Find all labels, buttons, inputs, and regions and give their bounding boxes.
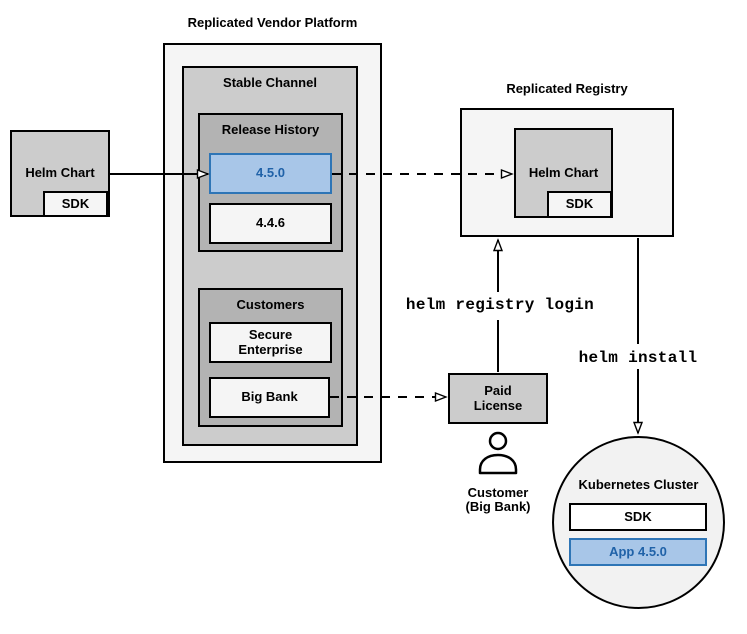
registry-helm-chart-label: Helm Chart bbox=[528, 164, 599, 180]
release-history-label: Release History bbox=[221, 122, 320, 137]
customer-big-bank-label: Big Bank bbox=[241, 389, 298, 405]
vendor-sdk-box: SDK bbox=[43, 191, 108, 217]
customer-secure-enterprise-box: Secure Enterprise bbox=[209, 322, 332, 363]
platform-title: Replicated Vendor Platform bbox=[187, 15, 358, 30]
customer-label-line2: (Big Bank) bbox=[465, 499, 531, 515]
helm-registry-login-command: helm registry login bbox=[405, 296, 595, 314]
paid-license-line1: Paid bbox=[484, 382, 512, 398]
customer-label: Customer (Big Bank) bbox=[428, 485, 568, 515]
version-446-box: 4.4.6 bbox=[209, 203, 332, 244]
version-450-label: 4.5.0 bbox=[256, 165, 285, 181]
registry-sdk-label: SDK bbox=[565, 196, 594, 212]
cluster-app-box: App 4.5.0 bbox=[569, 538, 707, 566]
customer-label-line1: Customer bbox=[467, 485, 529, 500]
cluster-sdk-box: SDK bbox=[569, 503, 707, 531]
customer-big-bank-box: Big Bank bbox=[209, 377, 330, 418]
version-446-label: 4.4.6 bbox=[256, 215, 285, 231]
cluster-sdk-label: SDK bbox=[624, 508, 652, 524]
paid-license-line2: License bbox=[473, 397, 523, 413]
helm-install-command: helm install bbox=[578, 349, 698, 367]
stable-channel-label: Stable Channel bbox=[223, 75, 317, 90]
customers-label: Customers bbox=[236, 297, 305, 312]
vendor-sdk-label: SDK bbox=[61, 195, 90, 211]
customer-secure-enterprise-line2: Enterprise bbox=[238, 341, 303, 357]
customer-secure-enterprise-line1: Secure bbox=[248, 326, 293, 342]
customer-person-icon bbox=[478, 431, 518, 475]
registry-title: Replicated Registry bbox=[506, 81, 628, 96]
vendor-helm-chart-label: Helm Chart bbox=[25, 165, 95, 181]
version-450-box: 4.5.0 bbox=[209, 153, 332, 194]
registry-sdk-box: SDK bbox=[547, 191, 612, 218]
cluster-app-label: App 4.5.0 bbox=[609, 543, 667, 559]
paid-license-box: Paid License bbox=[448, 373, 548, 424]
kubernetes-cluster-title: Kubernetes Cluster bbox=[578, 477, 699, 492]
